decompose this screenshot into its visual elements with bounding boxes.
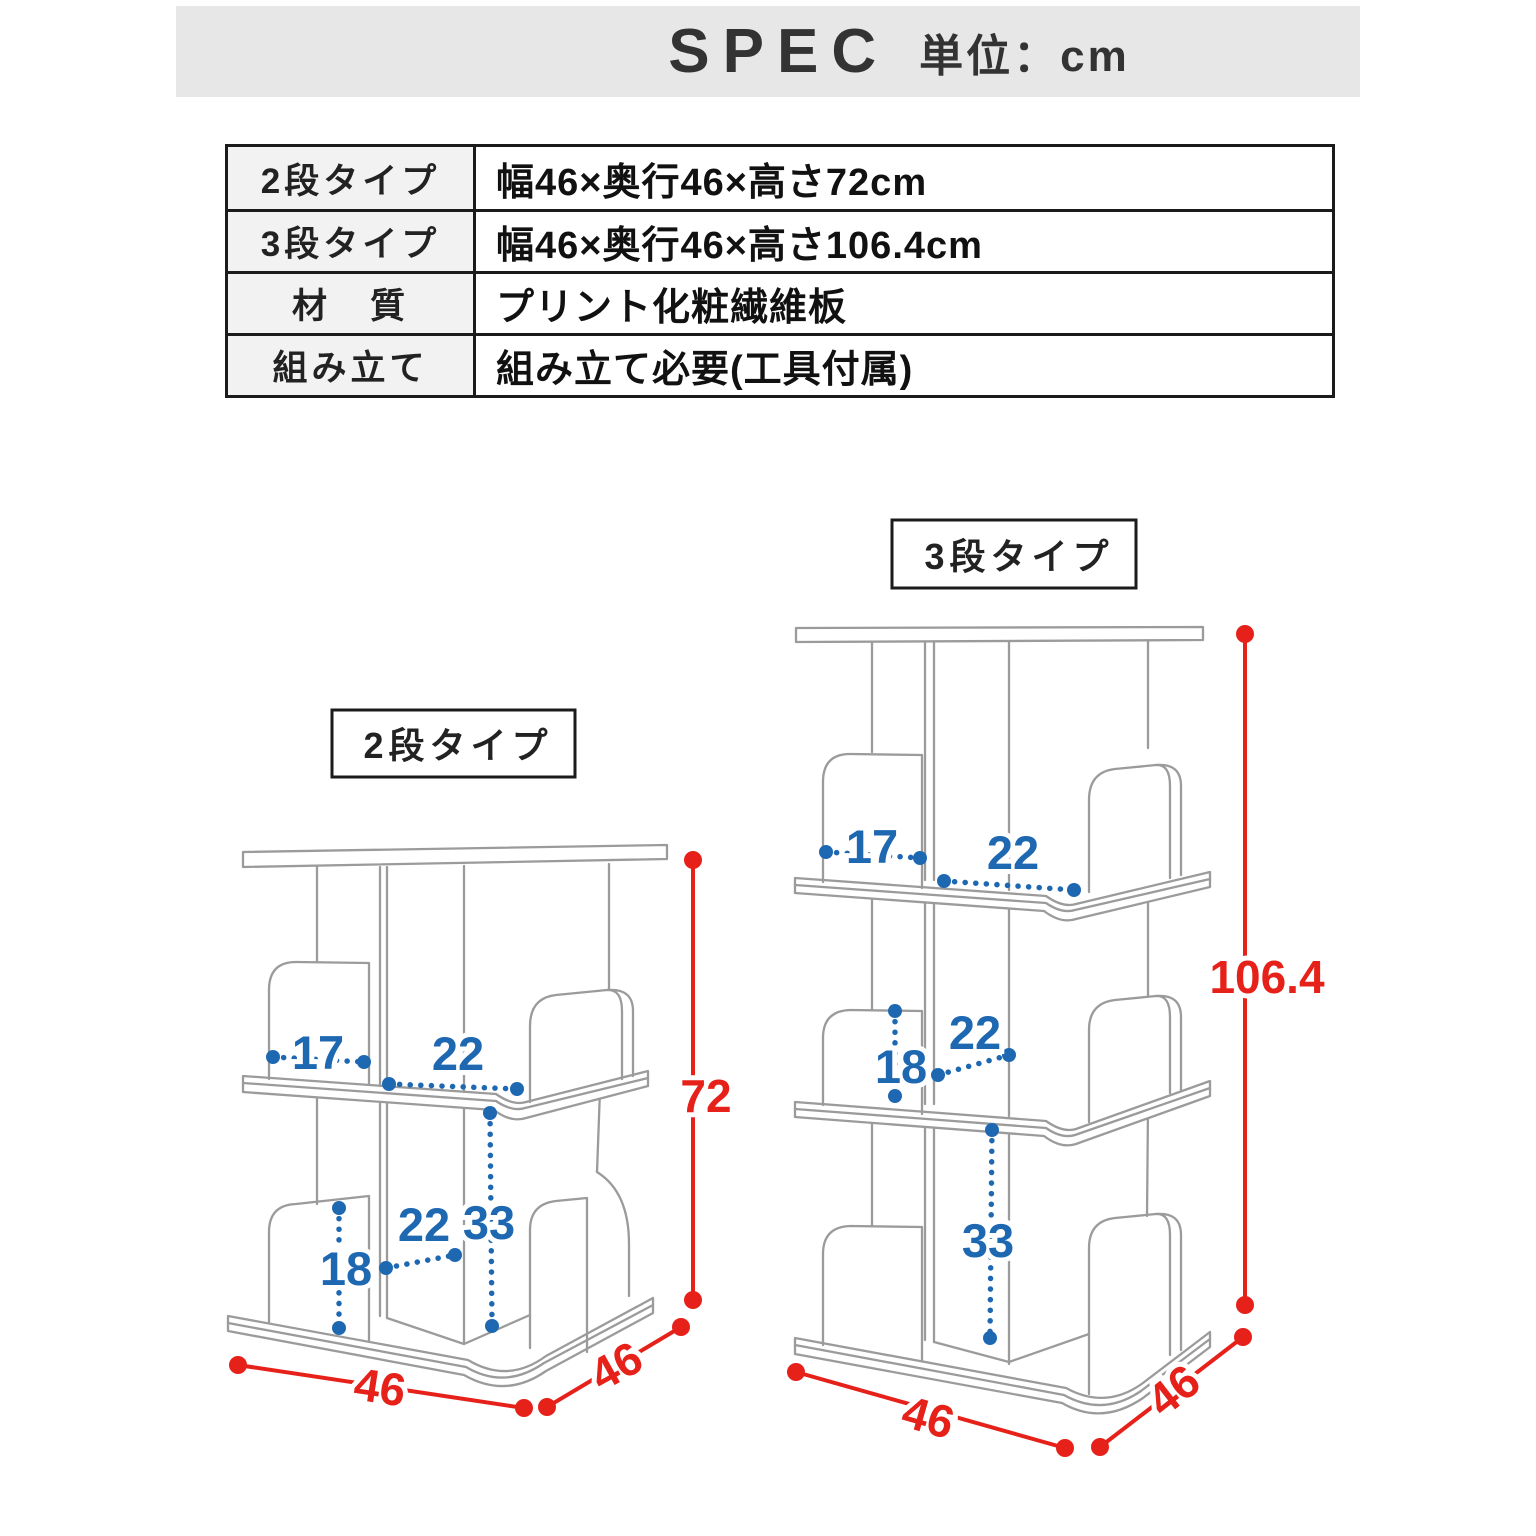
table-row-label: 2段タイプ — [228, 147, 476, 209]
dim-width: 46 — [897, 1385, 961, 1449]
three-tier-outer-dimensions: 106.4 46 46 — [787, 625, 1330, 1457]
header-bar: SPEC 単位：cm — [176, 6, 1360, 97]
table-row-value: プリント化粧繊維板 — [476, 271, 1332, 333]
dim-pocket-height: 18 — [875, 1040, 927, 1093]
table-row-value: 組み立て必要(工具付属) — [476, 333, 1332, 395]
three-tier-title-box — [890, 518, 1138, 590]
dim-top-shelf-width: 22 — [987, 826, 1039, 879]
two-tier-title: 2段タイプ — [363, 725, 552, 766]
dim-height: 106.4 — [1209, 951, 1325, 1003]
table-row-label: 材 質 — [228, 271, 476, 333]
two-tier-drawing — [226, 843, 669, 1388]
dim-pocket-height: 18 — [320, 1242, 372, 1295]
two-tier-title-box — [330, 708, 577, 779]
spec-table: 2段タイプ 幅46×奥行46×高さ72cm 3段タイプ 幅46×奥行46×高さ1… — [225, 144, 1335, 398]
table-row-label: 3段タイプ — [228, 209, 476, 271]
three-tier-drawing — [793, 625, 1212, 1415]
spec-title: SPEC — [668, 17, 890, 86]
three-tier-inner-dimensions: 17 22 18 22 33 — [819, 815, 1081, 1345]
two-tier-inner-dimensions: 17 22 18 22 33 — [266, 1021, 524, 1335]
table-row-value: 幅46×奥行46×高さ72cm — [476, 147, 1332, 209]
dim-opening-height: 33 — [463, 1196, 515, 1249]
table-row-label: 組み立て — [228, 333, 476, 395]
unit-label: 単位：cm — [919, 31, 1130, 81]
dim-pocket-width: 17 — [292, 1026, 344, 1079]
dim-bottom-shelf-width: 22 — [398, 1198, 450, 1251]
dim-opening-height: 33 — [962, 1214, 1014, 1267]
three-tier-title: 3段タイプ — [924, 536, 1113, 577]
table-row-value: 幅46×奥行46×高さ106.4cm — [476, 209, 1332, 271]
dim-pocket-width: 17 — [846, 820, 898, 873]
dim-width: 46 — [351, 1357, 409, 1416]
three-tier-diagram: 3段タイプ — [787, 518, 1330, 1457]
dim-mid-shelf-width: 22 — [949, 1006, 1001, 1059]
dim-height: 72 — [680, 1070, 731, 1122]
two-tier-diagram: 2段タイプ — [226, 708, 737, 1422]
dim-top-shelf-width: 22 — [432, 1027, 484, 1080]
dim-depth: 46 — [1137, 1354, 1209, 1426]
